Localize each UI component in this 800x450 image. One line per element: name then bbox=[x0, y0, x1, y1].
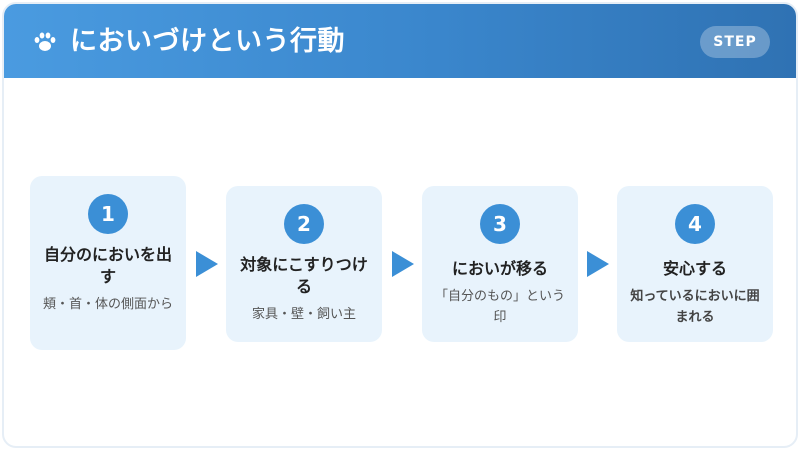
page-title: においづけという行動 bbox=[70, 26, 345, 57]
step-subtitle: 家具・壁・飼い主 bbox=[251, 307, 356, 322]
step-card-2: 2 対象にこすりつける 家具・壁・飼い主 bbox=[226, 186, 382, 342]
step-subtitle: 「自分のもの」という印 bbox=[434, 289, 565, 325]
header-bar: においづけという行動 STEP bbox=[4, 4, 796, 78]
step-title: においが移る bbox=[451, 259, 548, 278]
step-subtitle: 知っているにおいに囲まれる bbox=[630, 289, 760, 325]
step-card-4: 4 安心する 知っているにおいに囲まれる bbox=[617, 186, 773, 342]
step-title: 安心する bbox=[662, 259, 727, 278]
arrow-right-icon bbox=[196, 251, 218, 277]
step-card-3: 3 においが移る 「自分のもの」という印 bbox=[422, 186, 578, 342]
step-number: 1 bbox=[88, 194, 128, 234]
paw-icon bbox=[34, 32, 56, 51]
step-number: 3 bbox=[480, 204, 520, 244]
step-number: 2 bbox=[284, 204, 324, 244]
step-subtitle: 頬・首・体の側面から bbox=[42, 297, 173, 312]
step-badge: STEP bbox=[700, 26, 770, 58]
step-title: 対象にこすりつける bbox=[240, 255, 368, 296]
arrow-right-icon bbox=[587, 251, 609, 277]
step-card-1: 1 自分のにおいを出す 頬・首・体の側面から bbox=[30, 176, 186, 350]
step-title: 自分のにおいを出す bbox=[43, 245, 172, 286]
step-number: 4 bbox=[675, 204, 715, 244]
arrow-right-icon bbox=[392, 251, 414, 277]
